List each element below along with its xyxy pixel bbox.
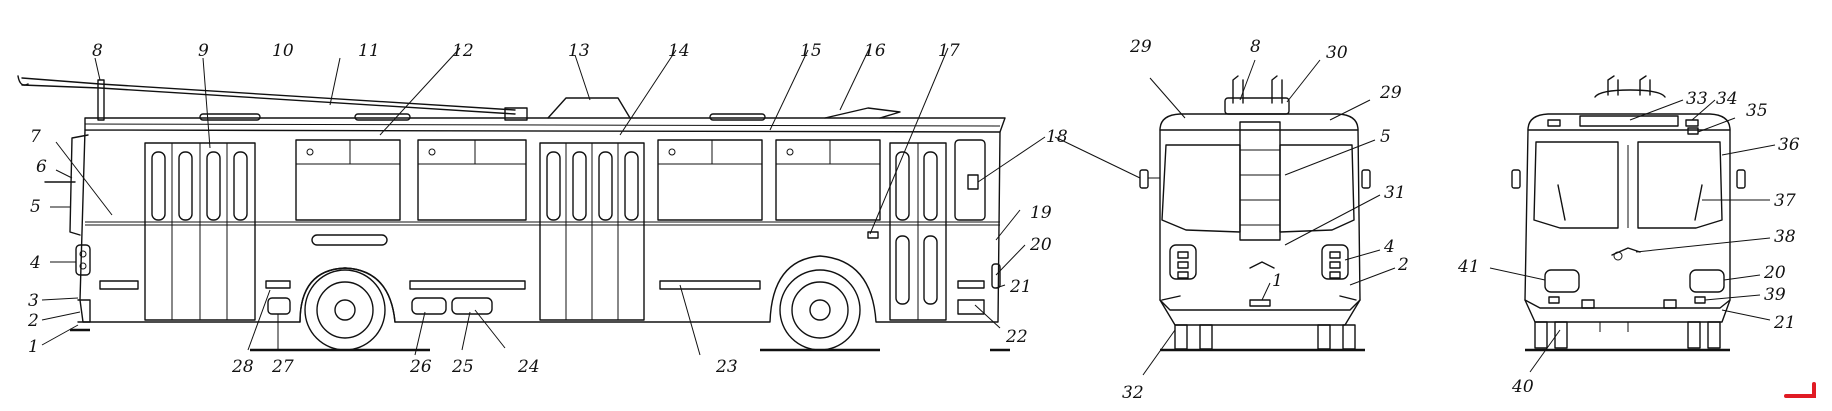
label-9: 9 [198,41,209,61]
label-21: 21 [1009,277,1032,297]
front-label-31: 31 [1384,183,1406,203]
front-label-30: 30 [1326,43,1348,63]
front-leaders [1054,59,1396,376]
ground-line [70,328,1010,352]
label-15: 15 [800,41,822,61]
window [417,139,527,221]
window [657,139,763,221]
front-view [1139,75,1371,352]
rear-label-39: 39 [1764,285,1786,305]
label-23: 23 [715,357,738,377]
label-6: 6 [36,157,47,177]
front-label-32: 32 [1122,383,1144,403]
label-24: 24 [517,357,540,377]
label-25: 25 [451,357,474,377]
label-22: 22 [1005,327,1028,347]
label-3: 3 [28,291,39,311]
window [775,139,881,221]
roof-ladder [1239,121,1281,241]
rear-leaders [1489,99,1776,373]
label-26: 26 [409,357,432,377]
front-label-4: 4 [1383,237,1395,257]
label-16: 16 [864,41,886,61]
rear-label-37: 37 [1774,191,1796,211]
rear-view [1511,75,1746,352]
rear-label-35: 35 [1746,101,1768,121]
label-13: 13 [568,41,590,61]
roof-fairing [547,97,631,119]
trolley-pole-2 [21,84,516,115]
label-10: 10 [272,41,294,61]
rear-label-36: 36 [1778,135,1800,155]
corner-marker [1784,382,1816,398]
label-11: 11 [358,41,380,61]
window [295,139,401,221]
label-27: 27 [271,357,294,377]
rear-window [1533,141,1619,229]
label-7: 7 [30,127,41,147]
rear-label-34: 34 [1716,89,1738,109]
label-19: 19 [1030,203,1052,223]
label-5: 5 [30,197,41,217]
front-label-29a: 29 [1129,37,1152,57]
front-label-2: 2 [1397,255,1409,275]
label-8: 8 [92,41,103,61]
label-18: 18 [1046,127,1068,147]
front-label-5: 5 [1380,127,1391,147]
front-body [1159,129,1361,326]
label-28: 28 [231,357,254,377]
front-label-8: 8 [1250,37,1261,57]
rear-label-33: 33 [1686,89,1708,109]
rear-label-20: 20 [1763,263,1786,283]
label-14: 14 [668,41,690,61]
label-2: 2 [27,311,39,331]
rear-label-38: 38 [1774,227,1796,247]
label-17: 17 [938,41,960,61]
rear-label-21: 21 [1773,313,1796,333]
front-label-29b: 29 [1379,83,1402,103]
label-4: 4 [29,253,41,273]
label-1: 1 [28,337,39,357]
label-20: 20 [1029,235,1052,255]
front-windshield [1161,144,1241,233]
front-label-1: 1 [1272,271,1283,291]
side-leaders [41,46,1046,356]
rear-label-41: 41 [1457,257,1480,277]
trolley-pole [21,77,516,111]
rear-label-40: 40 [1511,377,1534,397]
label-12: 12 [452,41,474,61]
mirror [69,134,89,236]
side-view [17,75,1010,352]
